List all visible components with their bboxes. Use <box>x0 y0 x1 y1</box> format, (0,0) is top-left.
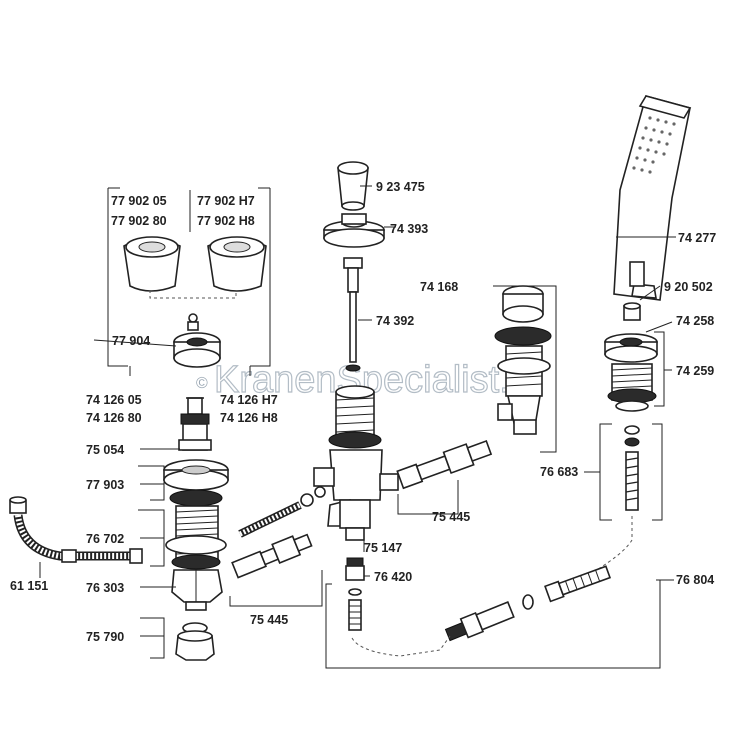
center-cap-923475 <box>337 161 369 211</box>
label-920502: 9 20 502 <box>664 280 713 294</box>
rosette-74258-74259 <box>604 331 665 412</box>
label-75790: 75 790 <box>86 630 124 644</box>
label-76683: 76 683 <box>540 465 578 479</box>
label-74259: 74 259 <box>676 364 714 378</box>
valve-unit-74168 <box>493 285 557 453</box>
label-76804: 76 804 <box>676 573 714 587</box>
handle-77904 <box>173 313 221 368</box>
label-77902-80: 77 902 80 <box>111 214 167 228</box>
spindle-74392 <box>343 257 363 372</box>
hex-base-76303 <box>171 569 223 611</box>
flexible-hose-61151 <box>9 496 143 564</box>
leader-lines <box>39 185 676 659</box>
label-74277: 74 277 <box>678 231 716 245</box>
label-74126-H7: 74 126 H7 <box>220 393 278 407</box>
hose-guide-76683 <box>599 423 663 521</box>
label-76420: 76 420 <box>374 570 412 584</box>
label-76702: 76 702 <box>86 532 124 546</box>
label-75445-right: 75 445 <box>432 510 470 524</box>
threaded-body-76702 <box>165 505 227 570</box>
label-61151: 61 151 <box>10 579 48 593</box>
cartridge-75054 <box>178 397 212 451</box>
label-74126-H8: 74 126 H8 <box>220 411 278 425</box>
shower-hose-76804 <box>325 516 661 669</box>
label-77903: 77 903 <box>86 478 124 492</box>
label-74126-05: 74 126 05 <box>86 393 142 407</box>
label-75445-left: 75 445 <box>250 613 288 627</box>
cap-knob-chrome <box>123 236 181 292</box>
label-77904: 77 904 <box>112 334 150 348</box>
flange-77903 <box>163 459 229 507</box>
nozzle-76420 <box>345 557 365 631</box>
label-74392: 74 392 <box>376 314 414 328</box>
watermark-copyright-symbol: © <box>196 375 208 392</box>
label-77902-05: 77 902 05 <box>111 194 167 208</box>
nut-75790 <box>175 622 215 661</box>
label-75054: 75 054 <box>86 443 124 457</box>
rosette-74393 <box>323 213 385 248</box>
connection-hoses-right-75445 <box>396 439 493 515</box>
left-valve-bracket <box>107 187 271 367</box>
diverter-body-75147 <box>313 385 399 541</box>
adapter-920502 <box>623 302 641 321</box>
label-923475: 9 23 475 <box>376 180 425 194</box>
label-74126-80: 74 126 80 <box>86 411 142 425</box>
connection-hoses-left-75445 <box>229 486 326 607</box>
label-77902-H7: 77 902 H7 <box>197 194 255 208</box>
hand-shower-74277 <box>613 95 692 301</box>
label-74168: 74 168 <box>420 280 458 294</box>
label-74258: 74 258 <box>676 314 714 328</box>
label-74393: 74 393 <box>390 222 428 236</box>
cap-knob-gold <box>149 236 267 299</box>
label-77902-H8: 77 902 H8 <box>197 214 255 228</box>
label-75147: 75 147 <box>364 541 402 555</box>
label-76303: 76 303 <box>86 581 124 595</box>
part-labels: 77 902 05 77 902 80 77 902 H7 77 902 H8 … <box>10 180 716 644</box>
